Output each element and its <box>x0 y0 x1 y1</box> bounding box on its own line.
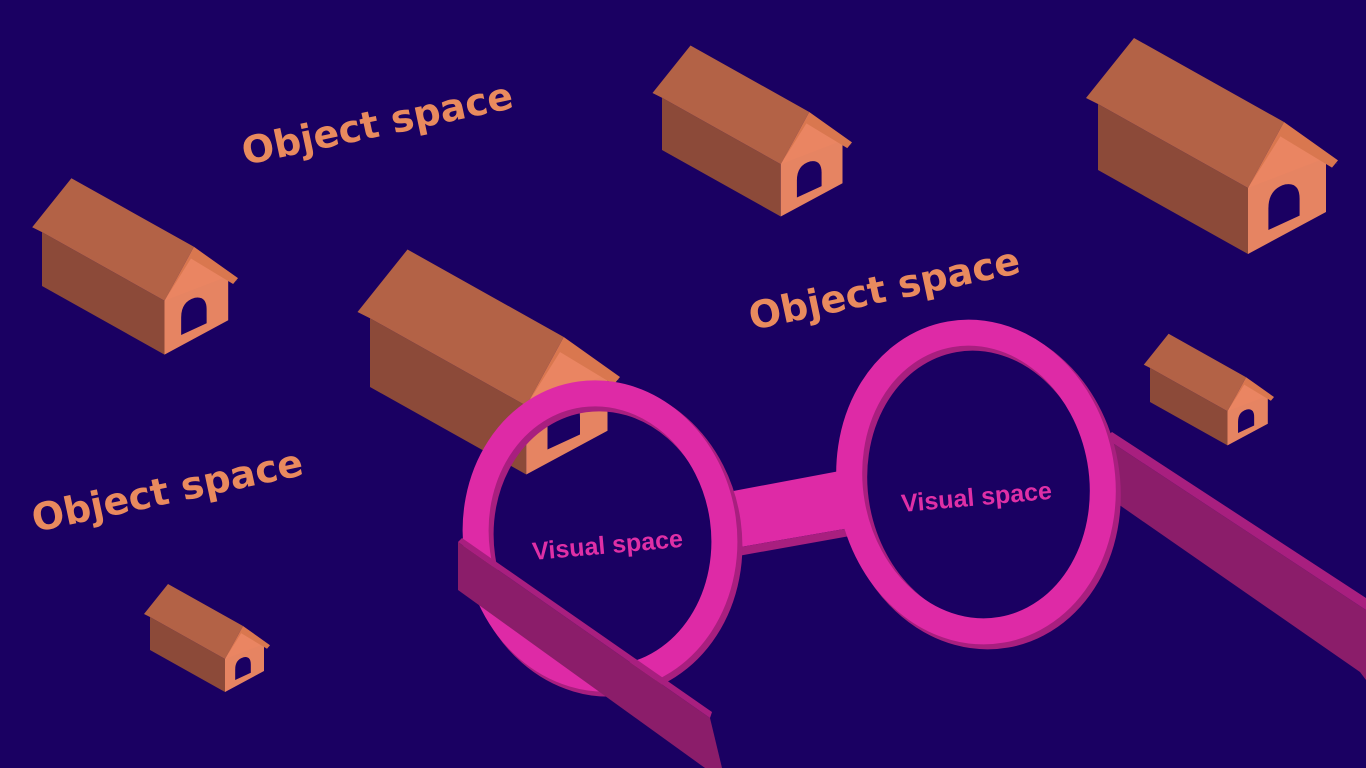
house-icon-top-center <box>652 45 852 217</box>
object-space-label-1: Object space <box>238 73 517 173</box>
object-space-label-3: Object space <box>28 440 307 540</box>
house-icon-left <box>32 178 239 355</box>
house-icon-top-right <box>1086 38 1338 255</box>
house-icon-right-small <box>1143 333 1274 446</box>
visual-space-label-left: Visual space <box>531 525 684 566</box>
house-icon-bottom-left <box>144 584 270 692</box>
visual-space-label-right: Visual space <box>900 477 1053 518</box>
eyeglasses-icon <box>458 319 1366 768</box>
